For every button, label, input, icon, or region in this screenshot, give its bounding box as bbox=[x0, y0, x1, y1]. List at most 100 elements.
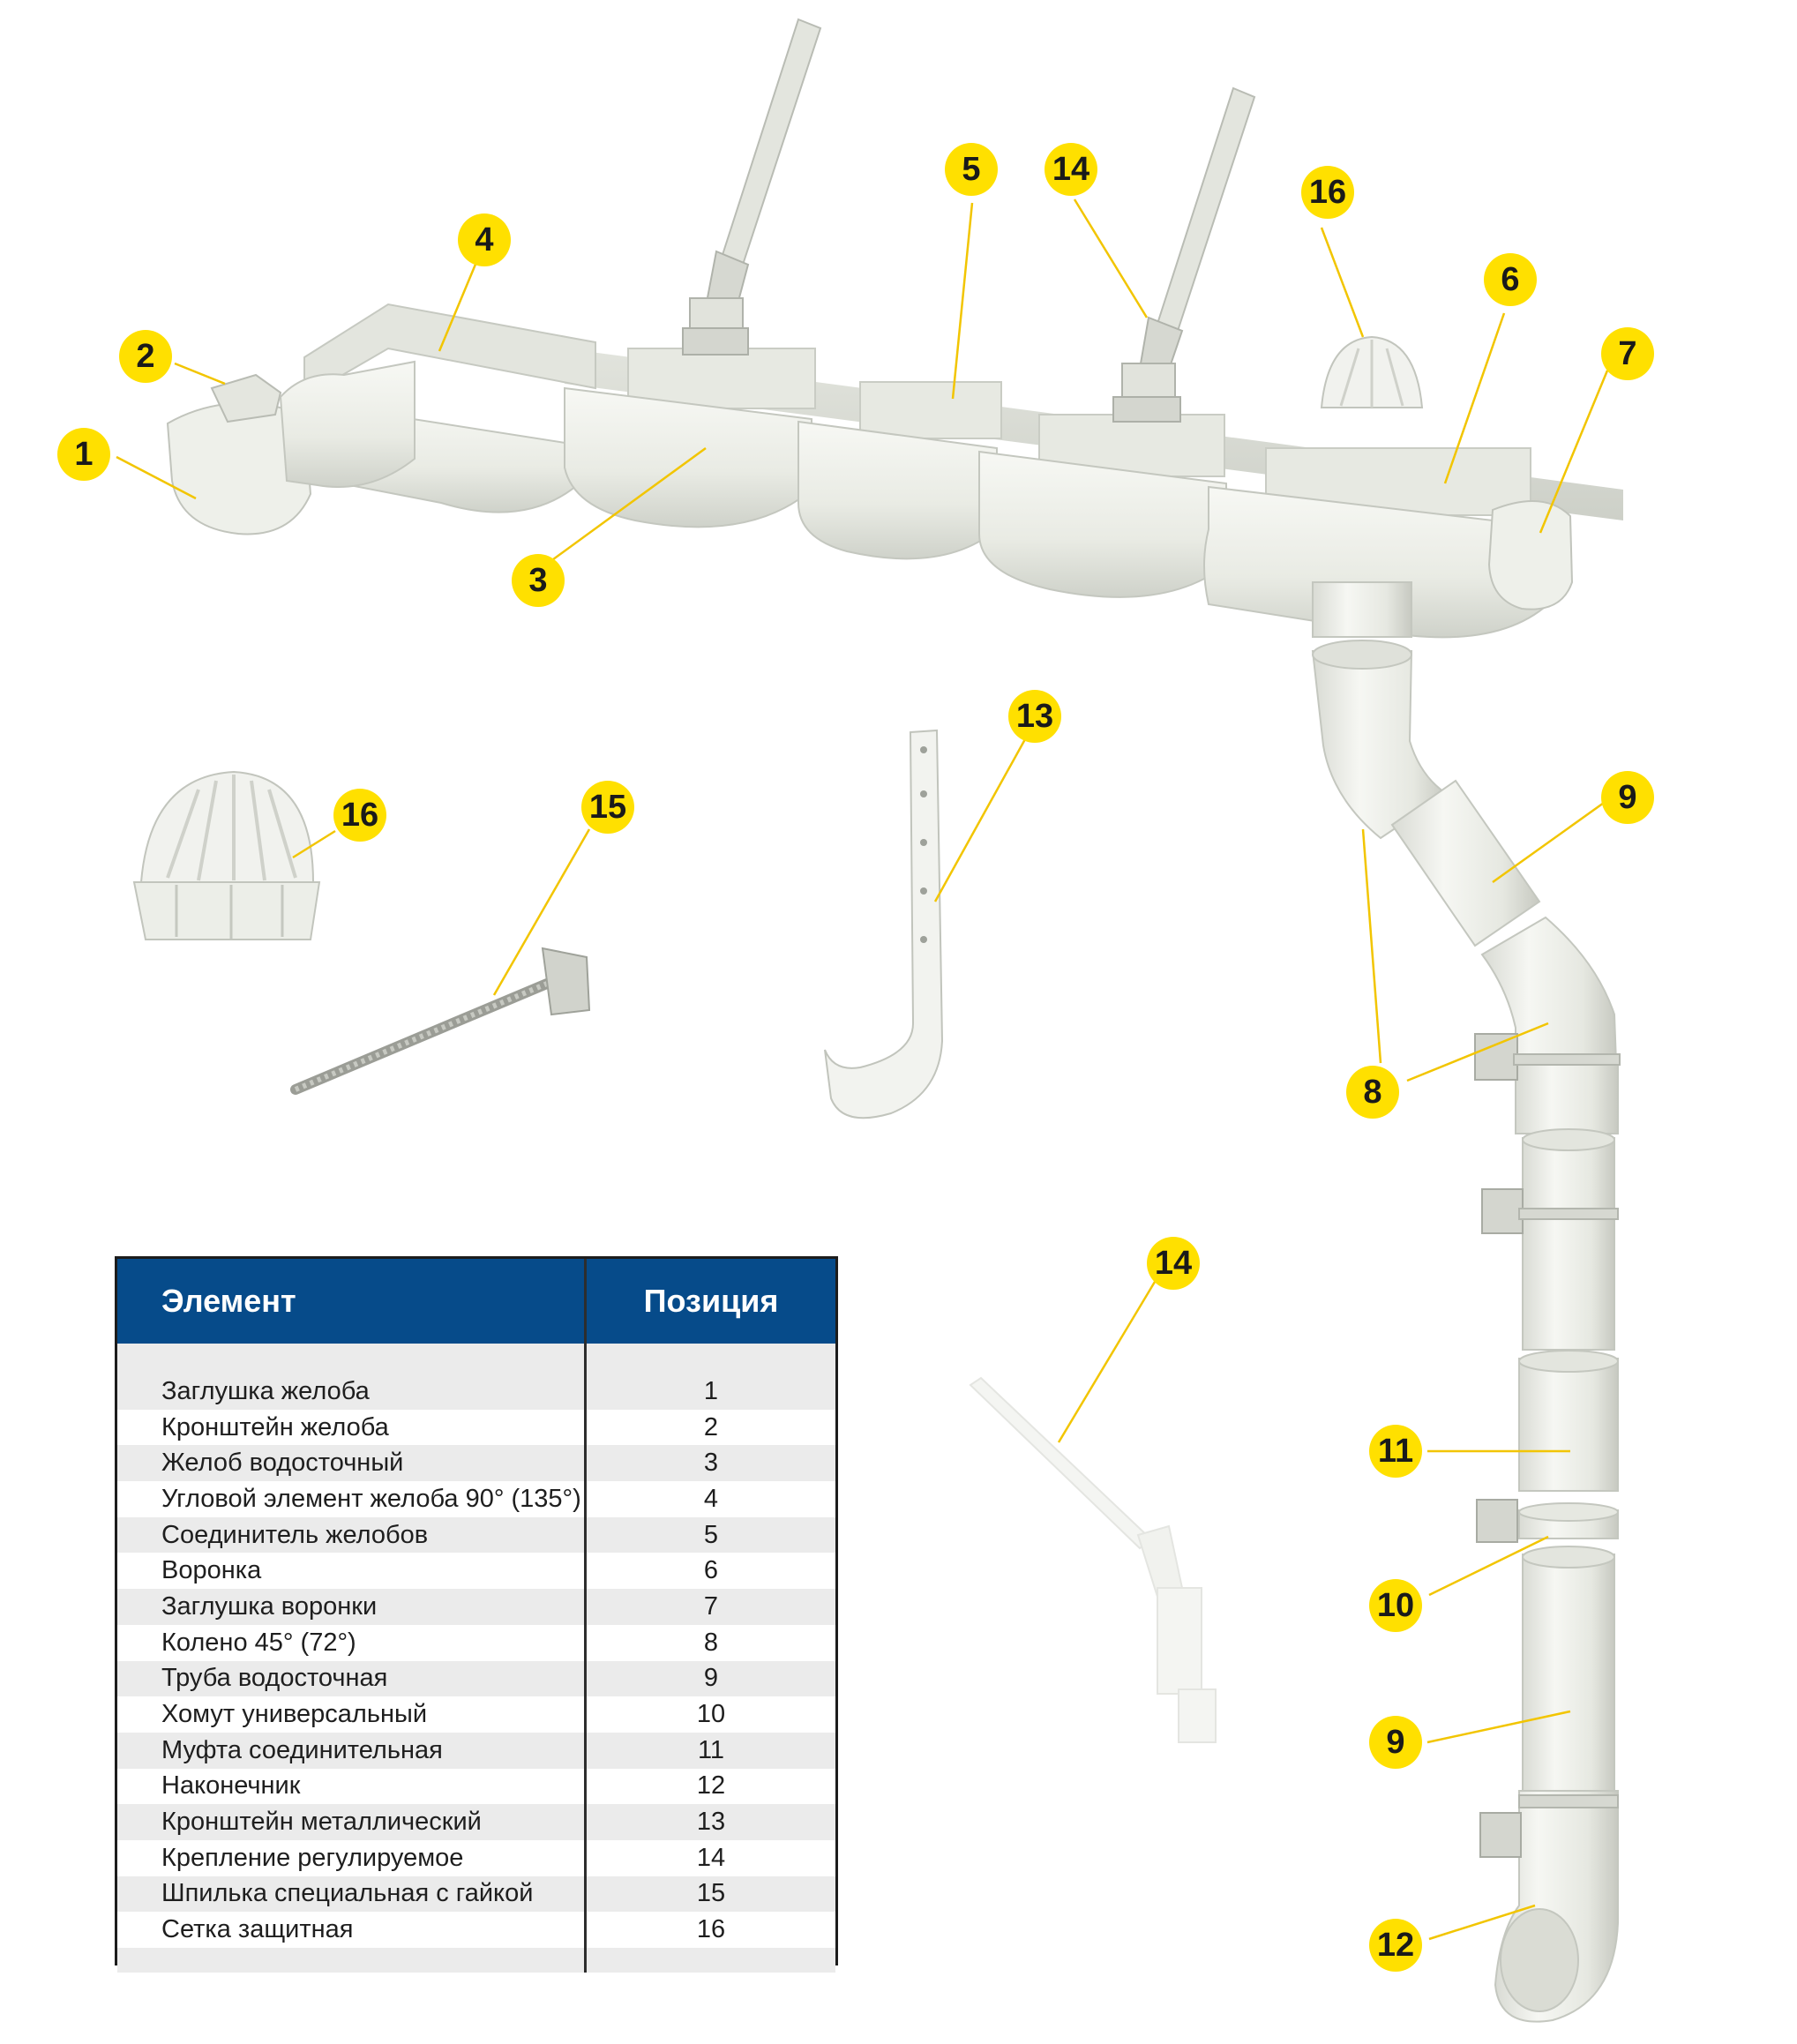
legend-row: Воронка 6 bbox=[117, 1553, 835, 1590]
downpipe-segment-2 bbox=[1522, 1137, 1615, 1351]
legend-row: Крепление регулируемое 14 bbox=[117, 1839, 835, 1876]
callout-5: 5 bbox=[945, 143, 998, 196]
legend-row-element: Муфта соединительная bbox=[117, 1732, 587, 1769]
callout-16-top: 16 bbox=[1301, 166, 1354, 219]
pipe-clamp-3 bbox=[1476, 1499, 1518, 1543]
callout-14-lower: 14 bbox=[1147, 1237, 1200, 1290]
legend-row-position: 13 bbox=[696, 1808, 726, 1837]
callout-9-lower-label: 9 bbox=[1386, 1724, 1404, 1761]
legend-row: Кронштейн металлический 13 bbox=[117, 1804, 835, 1840]
legend-row-position: 1 bbox=[703, 1376, 719, 1405]
legend-row-element: Желоб водосточный bbox=[117, 1445, 587, 1482]
callout-7-label: 7 bbox=[1618, 335, 1636, 372]
legend-spacer-top bbox=[117, 1344, 835, 1374]
legend-row-element: Кронштейн металлический bbox=[117, 1804, 587, 1840]
legend-row-element: Кронштейн желоба bbox=[117, 1409, 587, 1446]
gutter-hook-part bbox=[210, 373, 282, 423]
callout-15: 15 bbox=[581, 781, 634, 834]
callout-16-left: 16 bbox=[333, 789, 386, 842]
legend-header: Элемент Позиция bbox=[117, 1259, 835, 1344]
legend-row-element: Воронка bbox=[117, 1553, 587, 1590]
legend-row: Кронштейн желоба 2 bbox=[117, 1409, 835, 1446]
legend-row-position: 9 bbox=[703, 1664, 719, 1693]
callout-9-upper-label: 9 bbox=[1618, 779, 1636, 816]
callout-8: 8 bbox=[1346, 1066, 1399, 1119]
legend-row-element: Угловой элемент желоба 90° (135°) bbox=[117, 1481, 587, 1517]
legend-row-position: 16 bbox=[696, 1915, 726, 1944]
legend-row-position: 15 bbox=[696, 1879, 726, 1908]
callout-3: 3 bbox=[512, 554, 565, 607]
legend-row-position: 10 bbox=[696, 1700, 726, 1729]
callout-2: 2 bbox=[119, 330, 172, 383]
callout-6-label: 6 bbox=[1501, 261, 1519, 298]
legend-row-element: Крепление регулируемое bbox=[117, 1839, 587, 1876]
callout-12: 12 bbox=[1369, 1919, 1422, 1972]
connector-plate bbox=[859, 381, 1002, 439]
special-pin-with-nut bbox=[290, 947, 591, 1095]
elbow-upper bbox=[1311, 650, 1449, 840]
callout-7: 7 bbox=[1601, 327, 1654, 380]
legend-row-position: 6 bbox=[703, 1556, 719, 1585]
legend-row-element: Хомут универсальный bbox=[117, 1696, 587, 1733]
callout-1-label: 1 bbox=[74, 436, 93, 473]
corner-element bbox=[279, 360, 416, 488]
legend-row-position: 3 bbox=[703, 1449, 719, 1478]
legend-row-element: Колено 45° (72°) bbox=[117, 1624, 587, 1661]
callout-6: 6 bbox=[1484, 253, 1537, 306]
legend-row: Заглушка воронки 7 bbox=[117, 1589, 835, 1625]
callout-3-label: 3 bbox=[528, 562, 547, 599]
legend-row-position: 14 bbox=[696, 1843, 726, 1872]
legend-row-element: Сетка защитная bbox=[117, 1912, 587, 1948]
gutter-section-2 bbox=[564, 386, 812, 528]
downpipe-segment-3 bbox=[1522, 1554, 1615, 1793]
callout-4-label: 4 bbox=[475, 221, 493, 258]
pipe-clamp-1 bbox=[1474, 1033, 1621, 1081]
callout-1: 1 bbox=[57, 428, 110, 481]
pipe-clamp-2 bbox=[1481, 1188, 1619, 1234]
legend-header-position: Позиция bbox=[643, 1283, 779, 1319]
outlet-neck bbox=[1312, 581, 1412, 638]
legend-row-element: Труба водосточная bbox=[117, 1660, 587, 1697]
legend-row-element: Шпилька специальная с гайкой bbox=[117, 1876, 587, 1913]
legend-row-position: 7 bbox=[703, 1591, 719, 1621]
callout-11: 11 bbox=[1369, 1425, 1422, 1478]
coupling-muff bbox=[1518, 1358, 1619, 1492]
callout-9-upper: 9 bbox=[1601, 771, 1654, 824]
legend-row: Шпилька специальная с гайкой 15 bbox=[117, 1876, 835, 1913]
callout-15-label: 15 bbox=[589, 789, 626, 826]
callout-10-label: 10 bbox=[1377, 1587, 1414, 1624]
legend-row-position: 2 bbox=[703, 1412, 719, 1441]
legend-row: Угловой элемент желоба 90° (135°)4 bbox=[117, 1481, 835, 1517]
callout-16-left-label: 16 bbox=[341, 797, 378, 834]
legend-row: Сетка защитная 16 bbox=[117, 1912, 835, 1948]
callout-16-top-label: 16 bbox=[1309, 174, 1346, 211]
downpipe-segment-1 bbox=[1515, 1062, 1619, 1134]
callout-14-top: 14 bbox=[1045, 143, 1097, 196]
callout-4: 4 bbox=[458, 213, 511, 266]
callout-12-label: 12 bbox=[1377, 1927, 1414, 1964]
callout-13-label: 13 bbox=[1016, 698, 1053, 735]
legend-row: Колено 45° (72°)8 bbox=[117, 1624, 835, 1661]
gutter-assembly bbox=[166, 303, 1623, 639]
legend-row: Труба водосточная 9 bbox=[117, 1660, 835, 1697]
legend-row-element: Заглушка воронки bbox=[117, 1589, 587, 1625]
callout-8-label: 8 bbox=[1363, 1074, 1381, 1111]
callout-13: 13 bbox=[1008, 690, 1061, 743]
legend-row-position: 12 bbox=[696, 1771, 726, 1801]
pipe-clamp-4 bbox=[1479, 1794, 1619, 1858]
callout-10: 10 bbox=[1369, 1579, 1422, 1632]
adjustable-fastener-loose bbox=[969, 1376, 1217, 1743]
legend-header-element: Элемент bbox=[117, 1259, 587, 1344]
metal-bracket bbox=[824, 729, 944, 1119]
outlet-end-cap bbox=[1487, 500, 1574, 610]
leaf-guard-top bbox=[1320, 335, 1424, 408]
callout-9-lower: 9 bbox=[1369, 1716, 1422, 1769]
legend-row: Желоб водосточный 3 bbox=[117, 1445, 835, 1482]
legend-row-element: Соединитель желобов bbox=[117, 1516, 587, 1554]
downpipe-angled bbox=[1390, 779, 1541, 947]
leaf-guard-large bbox=[132, 770, 321, 940]
callout-14-lower-label: 14 bbox=[1155, 1245, 1192, 1282]
